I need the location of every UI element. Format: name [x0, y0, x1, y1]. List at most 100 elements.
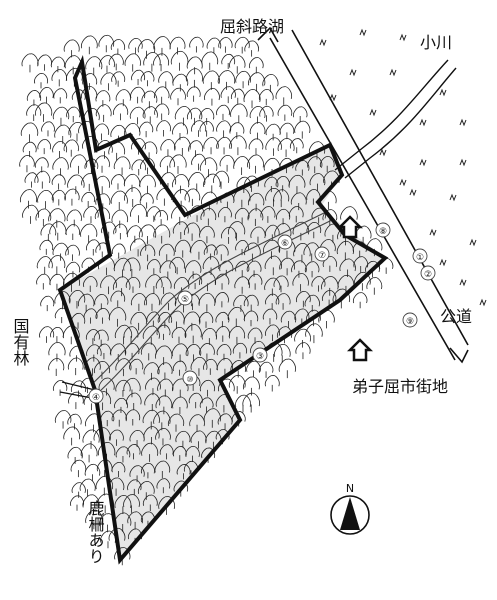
tree-icon [168, 310, 185, 329]
tree-icon [235, 394, 251, 413]
grass-icon [469, 238, 477, 247]
tree-icon [67, 446, 83, 464]
grass-icon [329, 93, 337, 102]
tree-icon [258, 89, 274, 106]
tree-icon [140, 462, 155, 479]
tree-icon [288, 174, 306, 194]
town-label: 弟子屈市街地 [352, 377, 448, 396]
tree-icon [275, 293, 291, 310]
tree-icon [170, 50, 189, 71]
tree-icon [99, 55, 115, 73]
tree-icon [82, 429, 100, 449]
tree-icon [157, 362, 173, 380]
tree-icon [146, 311, 161, 327]
tree-icon [156, 120, 171, 137]
tree-icon [64, 188, 80, 206]
tree-icon [273, 189, 290, 208]
tree-icon [80, 443, 98, 463]
tree-icon [155, 276, 172, 295]
tree-icon [50, 327, 64, 343]
property-area [60, 145, 385, 560]
tree-icon [94, 155, 110, 173]
tree-icon [48, 208, 66, 228]
tree-icon [139, 193, 154, 209]
tree-icon [191, 120, 207, 137]
tree-icon [125, 409, 141, 426]
tree-icon [233, 156, 251, 176]
tree-icon [247, 154, 264, 174]
grass-icon [369, 108, 377, 117]
tree-icon [130, 293, 147, 312]
tree-icon [199, 225, 215, 244]
grass-icon [399, 33, 407, 42]
tree-icon [115, 89, 131, 107]
tree-icon [242, 376, 260, 396]
tree-icon [185, 344, 202, 362]
tree-icon [41, 121, 55, 137]
tree-icon [142, 409, 160, 430]
tree-icon [218, 37, 233, 53]
tree-icon [273, 344, 291, 363]
tree-icon [203, 173, 221, 194]
marker-2: ② [420, 265, 436, 281]
tree-icon [113, 257, 132, 278]
tree-icon [176, 464, 191, 480]
tree-icon [229, 122, 245, 139]
tree-icon [95, 90, 111, 107]
tree-icon [332, 288, 351, 309]
tree-icon [305, 323, 323, 344]
tree-icon [140, 244, 156, 262]
tree-icon [319, 156, 335, 173]
house-icon [346, 338, 374, 362]
svg-text:②: ② [424, 270, 432, 280]
tree-icon [131, 159, 147, 176]
tree-icon [353, 256, 369, 273]
tree-icon [295, 342, 311, 360]
tree-icon [70, 459, 87, 478]
svg-text:⑧: ⑧ [379, 227, 387, 237]
tree-icon [153, 36, 171, 56]
grass-field [319, 28, 487, 307]
tree-icon [52, 141, 68, 158]
tree-icon [85, 329, 100, 345]
tree-icon [230, 88, 245, 104]
tree-icon [221, 226, 237, 244]
tree-icon [248, 138, 264, 155]
tree-icon [188, 172, 206, 192]
tree-icon [339, 258, 356, 277]
grass-icon [409, 188, 417, 197]
tree-icon [68, 391, 84, 410]
tree-icon [265, 137, 282, 156]
tree-icon [248, 72, 266, 92]
tree-icon [95, 104, 112, 122]
tree-icon [130, 311, 147, 331]
tree-icon [123, 173, 141, 193]
tree-icon [250, 226, 266, 244]
tree-icon [153, 53, 170, 72]
marker-5: ⑤ [177, 290, 193, 306]
tree-icon [35, 208, 52, 227]
tree-icon [277, 104, 293, 121]
tree-icon [100, 410, 115, 427]
tree-icon [172, 221, 189, 240]
tree-icon [288, 206, 304, 223]
tree-icon [124, 53, 141, 72]
tree-icon [200, 208, 217, 226]
stream-label: 小川 [420, 33, 452, 52]
tree-icon [186, 86, 201, 102]
tree-icon [273, 275, 289, 293]
tree-icon [114, 495, 132, 514]
tree-icon [186, 107, 203, 125]
tree-icon [125, 276, 141, 293]
tree-icon [172, 122, 188, 141]
tree-icon [172, 360, 187, 376]
tree-icon [93, 360, 110, 379]
tree-icon [39, 326, 55, 343]
tree-icon [259, 105, 274, 122]
tree-icon [154, 460, 171, 479]
tree-icon [183, 222, 201, 241]
tree-icon [230, 360, 247, 378]
tree-icon [34, 102, 53, 122]
tree-icon [37, 189, 54, 209]
tree-icon [201, 51, 219, 71]
